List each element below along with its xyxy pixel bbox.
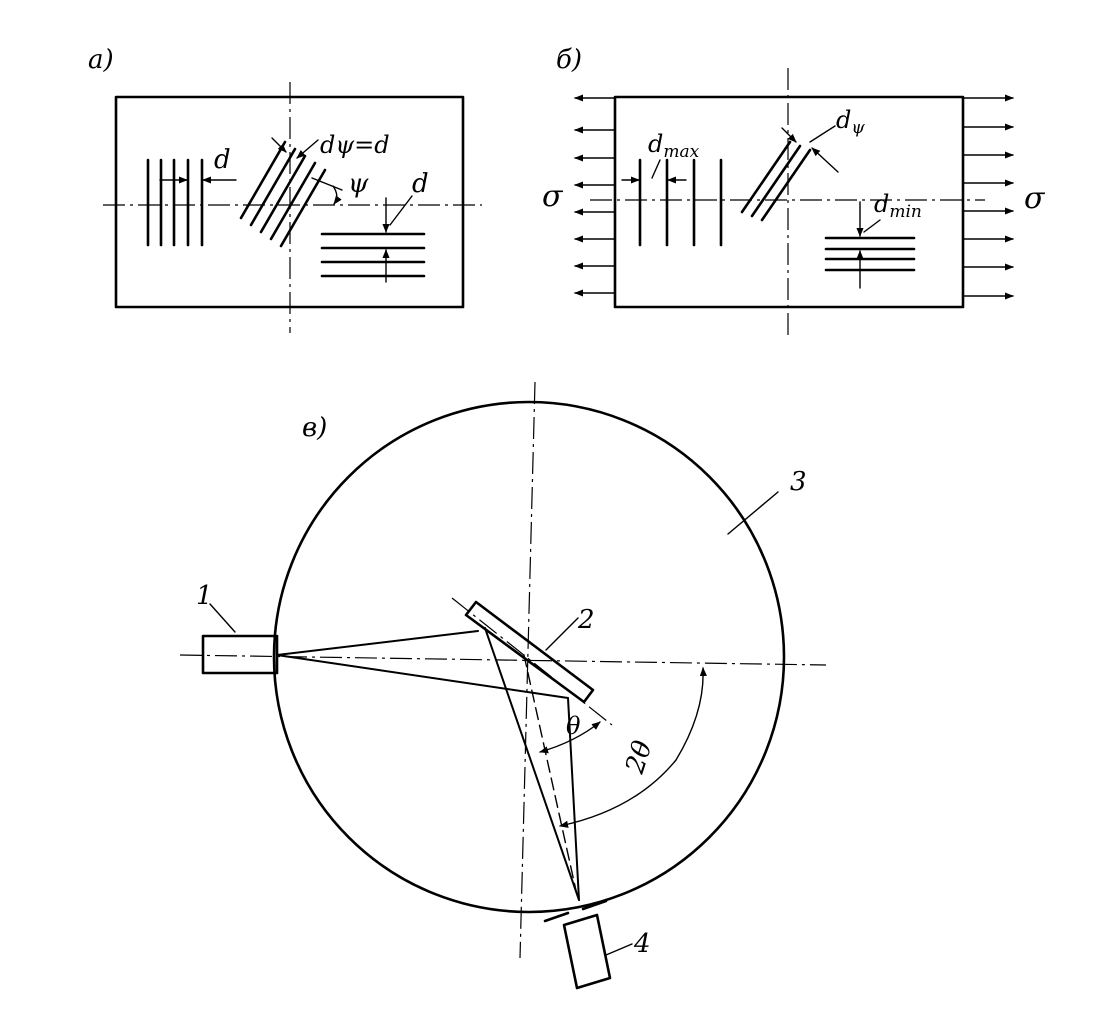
- panel-b-stress-right-label: σ: [1024, 181, 1046, 216]
- panel-b-dmax-leader: [651, 159, 661, 179]
- panel-b-label: б): [556, 45, 582, 75]
- panel-a-dpsi-arrow-out: [296, 139, 319, 159]
- panel-b-stress-left-label: σ: [542, 179, 564, 214]
- panel-a-inclined-planes: [239, 140, 327, 248]
- panel-b-horizontal-planes: [824, 236, 916, 272]
- panel-b-stress-arrows-right: [962, 94, 1014, 300]
- two-theta-label: 2θ: [620, 737, 659, 778]
- diffracted-beam-axis: [523, 654, 578, 896]
- callout-4-label: 4: [633, 929, 651, 959]
- panel-b-dpsi-arrow-out: [811, 147, 839, 173]
- panel-a-dspacing-leader: [389, 195, 413, 226]
- diffractometer-circle: [272, 400, 786, 914]
- panel-a-angle-leader: [311, 177, 343, 191]
- panel-b-dmin-leader: [863, 219, 881, 233]
- panel-b-specimen-frame: [613, 95, 965, 309]
- two-theta-arc: [559, 667, 707, 828]
- incident-beam-lower: [276, 654, 569, 699]
- x-ray-source: [201, 634, 279, 675]
- callout-1-leader: [209, 603, 236, 633]
- panel-b-stress-arrows-left: [574, 94, 616, 297]
- diffracted-beam-left: [484, 627, 580, 901]
- detector-slit-left: [543, 911, 570, 923]
- panel-a-spacing-label: d: [214, 145, 231, 175]
- panel-b-dmax-label: dmax: [648, 130, 700, 162]
- callout-1-label: 1: [196, 581, 213, 611]
- sample: [464, 600, 595, 704]
- callout-3-leader: [727, 491, 779, 535]
- callout-3-label: 3: [790, 467, 807, 497]
- panel-a-angle-arc: [332, 185, 342, 205]
- panel-b-dmin-label: dmin: [874, 190, 922, 222]
- detector: [562, 913, 612, 990]
- panel-a-spacing-label-right: d: [412, 169, 429, 199]
- panel-b: б) σ σ: [542, 45, 1046, 340]
- theta-label: θ: [566, 712, 581, 740]
- panel-a-angle-label: ψ: [348, 169, 369, 199]
- callout-2-leader: [545, 617, 579, 651]
- panel-c-vertical-axis: [519, 381, 536, 959]
- detector-slit-right: [581, 899, 608, 911]
- panel-a-label: а): [88, 45, 114, 75]
- callout-4-leader: [605, 943, 633, 956]
- panel-a-horizontal-planes: [320, 232, 426, 278]
- panel-b-dpsi-leader: [809, 125, 836, 143]
- panel-c: в) 1 2 θ 2θ 3 4: [179, 381, 827, 990]
- panel-c-label: в): [302, 413, 327, 443]
- incident-beam-upper: [276, 630, 479, 656]
- panel-b-dpsi-arrow-in: [781, 127, 797, 143]
- panel-a: а) d dψ=d ψ: [88, 45, 482, 333]
- panel-b-dpsi-label: dψ: [836, 106, 865, 138]
- panel-a-vertical-planes: [146, 158, 204, 247]
- panel-a-dpsi-arrow-in: [271, 137, 287, 153]
- panel-b-vertical-planes: [638, 158, 723, 247]
- panel-b-inclined-planes: [740, 140, 812, 222]
- panel-a-dpsi-label: dψ=d: [320, 131, 390, 159]
- callout-2-label: 2: [577, 605, 595, 635]
